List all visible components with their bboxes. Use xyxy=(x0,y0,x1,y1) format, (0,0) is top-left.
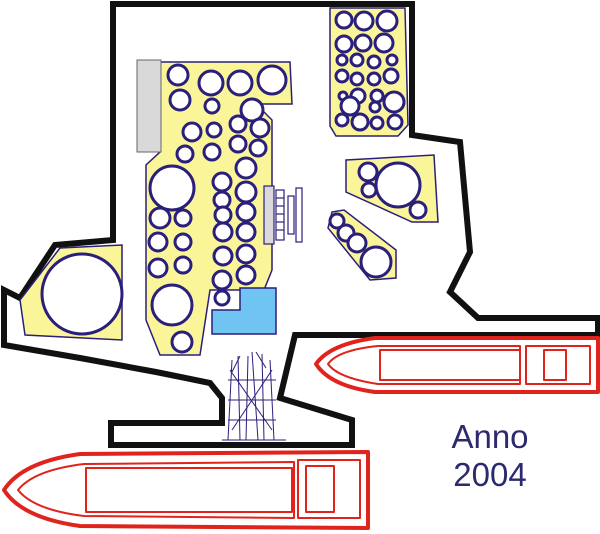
tank-icon xyxy=(369,115,385,131)
tank-icon xyxy=(197,69,225,97)
tank-icon xyxy=(228,134,248,154)
tank-icon xyxy=(353,10,375,32)
tank-icon xyxy=(350,112,370,132)
tank-icon xyxy=(334,10,354,30)
tank-icon xyxy=(248,138,268,158)
tank-icon xyxy=(334,34,354,54)
tank-icon xyxy=(235,243,257,265)
tank-icon xyxy=(166,63,190,87)
ship-icon xyxy=(314,336,600,394)
building xyxy=(136,59,162,153)
tank-icon xyxy=(374,161,422,209)
caption: Anno 2004 xyxy=(420,418,560,494)
loading-rack xyxy=(263,185,303,245)
tank-icon xyxy=(408,200,428,220)
tank-icon xyxy=(170,330,194,354)
tank-icon xyxy=(211,171,233,193)
tank-icon xyxy=(211,269,233,291)
tank-icon xyxy=(256,64,288,96)
tank-icon xyxy=(360,181,378,199)
tank-icon xyxy=(228,114,248,134)
tank-icon xyxy=(235,221,257,243)
tank-icon xyxy=(349,52,365,68)
tank-icon xyxy=(147,257,169,279)
tank-icon xyxy=(181,121,203,143)
tank-icon xyxy=(334,68,350,84)
tank-icon xyxy=(339,95,361,117)
tank-icon xyxy=(368,100,382,114)
tank-icon xyxy=(328,212,346,230)
tank-icon xyxy=(173,255,193,275)
tank-icon xyxy=(385,53,399,67)
tank-icon xyxy=(202,142,222,162)
tank-icon xyxy=(234,156,258,180)
tank-group-main xyxy=(147,63,288,354)
tank-icon xyxy=(346,232,368,254)
tank-icon xyxy=(150,283,194,327)
tank-group-upper-right xyxy=(334,9,406,132)
tank-icon xyxy=(213,289,231,307)
tank-icon xyxy=(366,71,382,87)
tank-icon xyxy=(173,232,193,252)
tank-icon xyxy=(148,206,172,230)
tank-icon xyxy=(334,112,350,128)
crane-icon xyxy=(222,351,286,441)
tank-icon xyxy=(353,33,373,53)
tank-icon xyxy=(249,117,271,139)
tank-icon xyxy=(212,245,234,267)
tank-icon xyxy=(213,205,233,225)
caption-line-1: Anno xyxy=(451,418,529,455)
tank-icon xyxy=(382,67,400,85)
tank-icon xyxy=(359,245,393,279)
tank-icon xyxy=(382,90,406,114)
tank-icon xyxy=(226,69,254,97)
tank-icon xyxy=(175,144,195,164)
tank-icon xyxy=(205,121,223,139)
tank-icon xyxy=(234,180,258,204)
ship-icon xyxy=(2,450,370,530)
tank-icon xyxy=(373,32,395,54)
tank-icon xyxy=(173,208,193,228)
tank-icon xyxy=(203,97,221,115)
water-pool xyxy=(211,287,277,335)
tank-icon xyxy=(235,264,257,286)
tank-icon xyxy=(349,71,365,87)
tank-icon xyxy=(40,252,124,336)
tank-icon xyxy=(235,201,257,223)
tank-icon xyxy=(386,113,404,131)
tank-icon xyxy=(148,164,196,212)
tank-icon xyxy=(335,53,349,67)
tank-icon xyxy=(375,9,399,33)
tank-icon xyxy=(357,161,379,183)
tank-icon xyxy=(212,221,234,243)
caption-line-2: 2004 xyxy=(453,456,527,493)
tank-icon xyxy=(147,231,169,253)
tank-icon xyxy=(239,97,265,123)
tank-icon xyxy=(369,88,385,104)
tank-icon xyxy=(366,54,382,70)
tank-icon xyxy=(168,88,192,112)
